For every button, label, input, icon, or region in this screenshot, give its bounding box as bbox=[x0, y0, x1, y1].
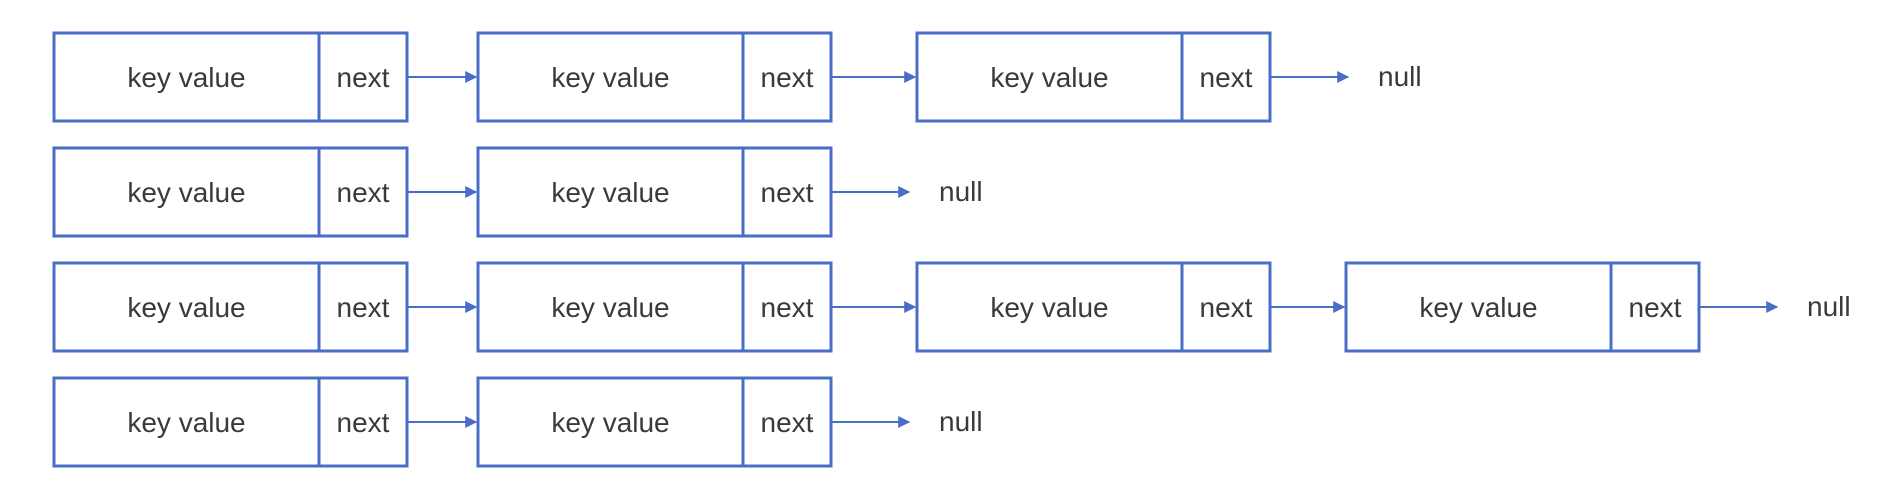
next-pointer-label: next bbox=[1200, 292, 1253, 323]
list-node: key value next bbox=[915, 261, 1272, 353]
next-pointer-label: next bbox=[1629, 292, 1682, 323]
next-pointer-label: next bbox=[1200, 62, 1253, 93]
node-box bbox=[52, 376, 409, 468]
list-node: key value next bbox=[476, 146, 833, 238]
key-value-label: key value bbox=[551, 292, 669, 323]
node-box bbox=[52, 31, 409, 123]
null-terminator-label: null bbox=[1807, 291, 1851, 322]
key-value-label: key value bbox=[551, 62, 669, 93]
next-pointer-label: next bbox=[761, 407, 814, 438]
list-node: key value next bbox=[52, 376, 409, 468]
list-node: key value next bbox=[476, 31, 833, 123]
key-value-label: key value bbox=[551, 407, 669, 438]
null-terminator-label: null bbox=[1378, 61, 1422, 92]
chains-layer: key value next key value next key value next n… bbox=[52, 31, 1851, 468]
key-value-label: key value bbox=[990, 62, 1108, 93]
key-value-label: key value bbox=[990, 292, 1108, 323]
node-box bbox=[915, 261, 1272, 353]
node-box bbox=[52, 146, 409, 238]
next-pointer-label: next bbox=[337, 177, 390, 208]
key-value-label: key value bbox=[127, 177, 245, 208]
list-node: key value next bbox=[1344, 261, 1701, 353]
node-box bbox=[52, 261, 409, 353]
next-pointer-label: next bbox=[337, 407, 390, 438]
node-box bbox=[476, 261, 833, 353]
hash-bucket-chain: key value next key value next key value next n… bbox=[52, 31, 1422, 123]
list-node: key value next bbox=[52, 146, 409, 238]
next-pointer-label: next bbox=[761, 292, 814, 323]
next-pointer-label: next bbox=[761, 177, 814, 208]
hash-bucket-chain: key value next key value next null bbox=[52, 376, 983, 468]
null-terminator-label: null bbox=[939, 176, 983, 207]
next-pointer-label: next bbox=[337, 292, 390, 323]
node-box bbox=[1344, 261, 1701, 353]
node-box bbox=[915, 31, 1272, 123]
key-value-label: key value bbox=[127, 292, 245, 323]
key-value-label: key value bbox=[551, 177, 669, 208]
next-pointer-label: next bbox=[337, 62, 390, 93]
key-value-label: key value bbox=[1419, 292, 1537, 323]
node-box bbox=[476, 31, 833, 123]
list-node: key value next bbox=[476, 376, 833, 468]
key-value-label: key value bbox=[127, 62, 245, 93]
hash-bucket-chain: key value next key value next null bbox=[52, 146, 983, 238]
list-node: key value next bbox=[52, 261, 409, 353]
key-value-label: key value bbox=[127, 407, 245, 438]
next-pointer-label: next bbox=[761, 62, 814, 93]
node-box bbox=[476, 376, 833, 468]
list-node: key value next bbox=[915, 31, 1272, 123]
list-node: key value next bbox=[52, 31, 409, 123]
list-node: key value next bbox=[476, 261, 833, 353]
null-terminator-label: null bbox=[939, 406, 983, 437]
